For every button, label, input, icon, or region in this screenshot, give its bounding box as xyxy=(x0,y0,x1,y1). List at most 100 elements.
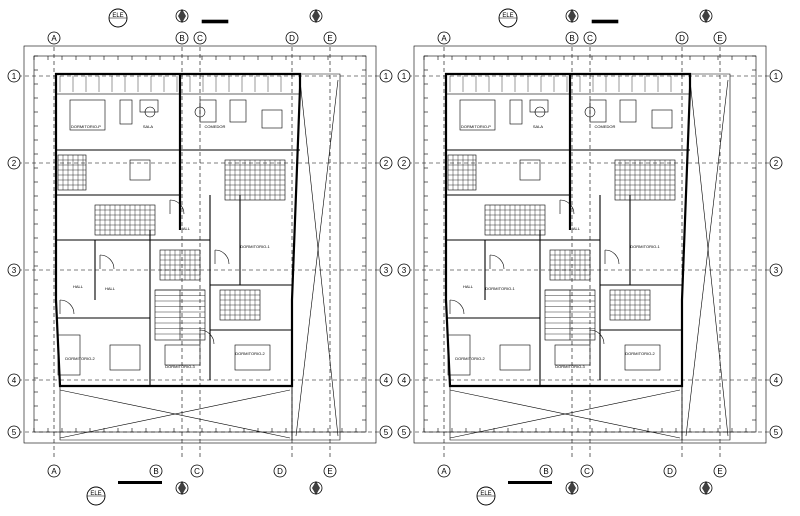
table-round xyxy=(144,106,156,118)
grid-bubble-circle xyxy=(285,31,299,45)
grid-bubble-label: 5 xyxy=(12,428,17,437)
grid-bubble-top-E: E xyxy=(323,31,337,45)
grid-bubble-circle xyxy=(397,263,411,277)
grid-bubble-circle xyxy=(397,373,411,387)
room-label: SALA xyxy=(533,124,544,129)
grid-bubble-label: 5 xyxy=(384,428,389,437)
grid-bubble-circle xyxy=(323,31,337,45)
furniture xyxy=(57,334,81,376)
grid-bubble-left-4: 4 xyxy=(7,373,21,387)
grid-bubble-label: 3 xyxy=(402,266,407,275)
grid-bubble-circle xyxy=(47,464,61,478)
table-round xyxy=(584,106,596,118)
grid-bubble-circle xyxy=(713,464,727,478)
tile-area-outline xyxy=(57,154,87,191)
grid-bubble-bottom-B: B xyxy=(149,464,163,478)
section-mark-arrow-icon xyxy=(702,481,710,495)
furniture xyxy=(459,99,496,131)
grid-bubble-circle xyxy=(437,31,451,45)
grid-bubble-label: 4 xyxy=(384,376,389,385)
door-swing xyxy=(169,199,185,215)
grid-bubble-bottom-A: A xyxy=(437,464,451,478)
tile-hatch xyxy=(614,159,676,201)
grid-bubble-label: 1 xyxy=(774,72,779,81)
tile-hatch xyxy=(549,249,591,281)
elevation-tag-top: ELE xyxy=(498,8,518,28)
grid-bubble-right-3: 3 xyxy=(379,263,393,277)
grid-bubble-circle xyxy=(7,69,21,83)
door-swing xyxy=(214,249,230,265)
grid-bubble-top-D: D xyxy=(285,31,299,45)
grid-bubble-label: D xyxy=(277,467,283,476)
window-band-top xyxy=(55,73,301,95)
grid-bubble-circle xyxy=(190,464,204,478)
grid-bubble-top-A: A xyxy=(47,31,61,45)
room-label: HALL xyxy=(570,226,581,231)
elevation-tag-bottom: ELE xyxy=(86,486,106,506)
tile-hatch xyxy=(609,289,651,321)
grid-bubble-circle xyxy=(7,263,21,277)
grid-bubble-circle xyxy=(149,464,163,478)
grid-bubble-label: C xyxy=(194,467,200,476)
grid-bubble-right-3: 3 xyxy=(769,263,783,277)
grid-bubble-circle xyxy=(397,425,411,439)
elevation-tag-label: ELE xyxy=(502,13,513,19)
grid-bubble-bottom-C: C xyxy=(580,464,594,478)
room-label: DORMITORIO-1 xyxy=(485,286,515,291)
furniture xyxy=(624,344,661,371)
grid-bubble-label: D xyxy=(667,467,673,476)
table-round xyxy=(194,106,206,118)
grid-bubble-circle xyxy=(379,425,393,439)
grid-bubble-circle xyxy=(583,31,597,45)
furniture xyxy=(229,99,247,123)
elevation-tag-top: ELE xyxy=(108,8,128,28)
grid-bubble-right-2: 2 xyxy=(769,156,783,170)
grid-bubble-left-5: 5 xyxy=(397,425,411,439)
grid-bubble-top-B: B xyxy=(175,31,189,45)
grid-bubble-bottom-D: D xyxy=(663,464,677,478)
table-round xyxy=(534,106,546,118)
furniture xyxy=(499,344,531,371)
grid-bubble-circle xyxy=(565,31,579,45)
grid-bubble-label: C xyxy=(584,467,590,476)
grid-bubble-label: 3 xyxy=(384,266,389,275)
grid-bubble-label: D xyxy=(679,34,685,43)
grid-bubble-label: 5 xyxy=(774,428,779,437)
grid-bubble-label: A xyxy=(51,34,57,43)
section-mark-top-right xyxy=(699,9,713,23)
grid-bubble-label: D xyxy=(289,34,295,43)
section-mark-bottom-right xyxy=(309,481,323,495)
room-label: DORMITORIO-P xyxy=(461,124,491,129)
grid-bubble-label: E xyxy=(327,467,332,476)
grid-bubble-label: 1 xyxy=(12,72,17,81)
void-cross xyxy=(685,79,729,437)
building-outline xyxy=(444,72,692,388)
grid-bubble-label: 1 xyxy=(402,72,407,81)
furniture xyxy=(529,99,549,113)
grid-bubble-left-3: 3 xyxy=(397,263,411,277)
grid-bubble-circle xyxy=(437,464,451,478)
grid-bubble-label: C xyxy=(197,34,203,43)
grid-bubble-label: 2 xyxy=(384,159,389,168)
grid-bubble-label: E xyxy=(327,34,332,43)
grid-bubble-circle xyxy=(769,156,783,170)
room-label: DORMITORIO-1 xyxy=(630,244,660,249)
room-label: COMEDOR xyxy=(595,124,616,129)
elevation-tag-label: ELE xyxy=(112,13,123,19)
room-label: HALL xyxy=(463,284,474,289)
furniture xyxy=(119,99,133,125)
furniture xyxy=(234,344,271,371)
grid-bubble-circle xyxy=(397,69,411,83)
grid-bubble-top-E: E xyxy=(713,31,727,45)
room-label: HALL xyxy=(180,226,191,231)
room-label: DORMITORIO-2 xyxy=(625,351,655,356)
grid-bubble-circle xyxy=(663,464,677,478)
grid-bubble-label: A xyxy=(441,34,447,43)
door-swing xyxy=(59,299,75,315)
grid-bubble-label: E xyxy=(717,467,722,476)
door-swing xyxy=(589,329,605,345)
grid-bubble-top-C: C xyxy=(193,31,207,45)
grid-bubble-circle xyxy=(193,31,207,45)
section-mark-arrow-icon xyxy=(568,9,576,23)
furniture xyxy=(651,109,673,129)
